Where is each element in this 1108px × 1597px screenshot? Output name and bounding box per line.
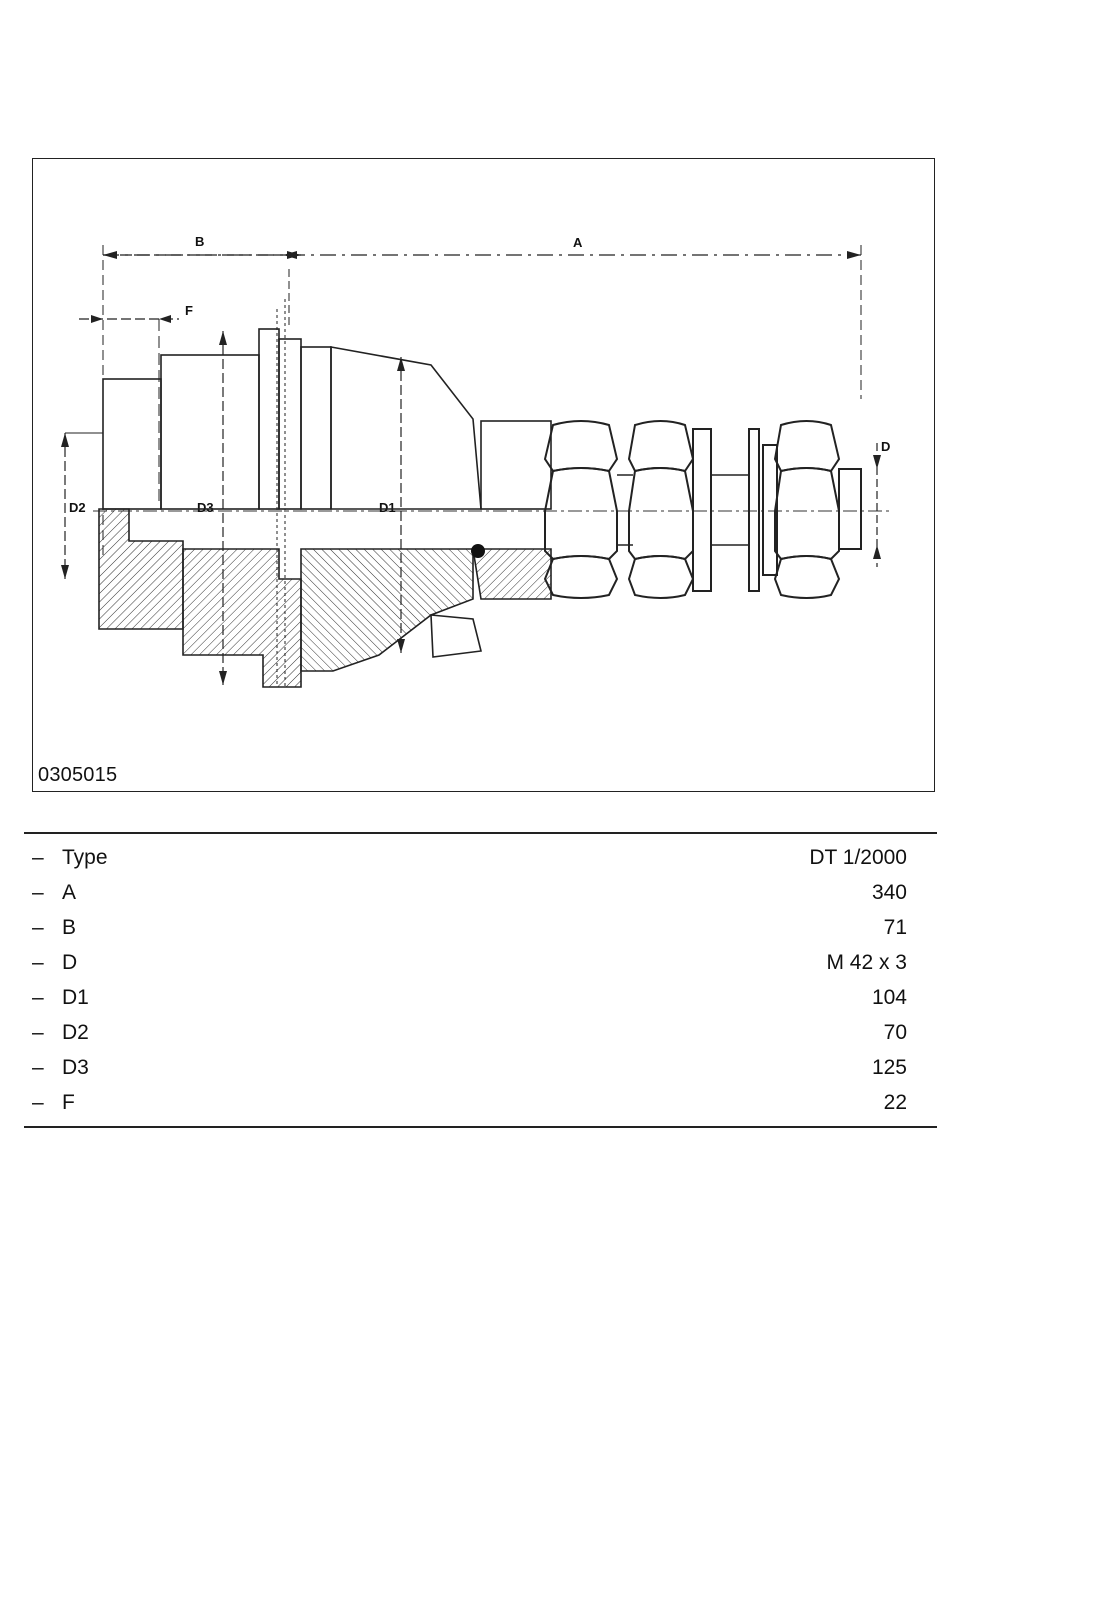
- washer-3: [762, 444, 778, 576]
- spec-value: M 42 x 3: [826, 950, 907, 974]
- nut-1: [543, 420, 619, 599]
- dim-label-b: B: [195, 234, 204, 249]
- technical-drawing: A B F D2: [61, 234, 893, 689]
- spec-row-b: –B 71: [24, 910, 937, 945]
- spec-label: D1: [62, 985, 89, 1009]
- seal-ring: [471, 544, 485, 558]
- spec-row-d2: –D2 70: [24, 1015, 937, 1050]
- dimension-f: F: [79, 303, 193, 504]
- nut-3: [773, 420, 841, 599]
- figure-code: 0305015: [38, 764, 118, 786]
- spec-label: D2: [62, 1020, 89, 1044]
- spec-row-f: –F 22: [24, 1085, 937, 1120]
- thread-end: [838, 468, 862, 550]
- spec-row-type: –Type DT 1/2000: [24, 840, 937, 875]
- spec-row-a: –A 340: [24, 875, 937, 910]
- washer-2: [748, 428, 760, 592]
- spec-value: 70: [883, 1020, 907, 1044]
- dimension-d2: D2: [61, 432, 103, 579]
- spec-value: 104: [871, 985, 907, 1009]
- dim-label-d2: D2: [69, 500, 86, 515]
- dimension-d: D: [873, 439, 890, 567]
- dim-label-d3: D3: [197, 500, 214, 515]
- dimension-b: B: [103, 234, 301, 329]
- washer-1: [692, 428, 712, 592]
- spec-value: 22: [883, 1090, 907, 1114]
- dim-label-a: A: [573, 235, 583, 250]
- dim-label-d: D: [881, 439, 890, 454]
- spec-value: 71: [883, 915, 907, 939]
- nut-2: [627, 420, 695, 599]
- dim-label-f: F: [185, 303, 193, 318]
- spec-label: F: [62, 1090, 75, 1114]
- spec-table: –Type DT 1/2000 –A 340 –B 71 –D M 42 x 3…: [24, 832, 937, 1128]
- spec-row-d: –D M 42 x 3: [24, 945, 937, 980]
- spec-value: DT 1/2000: [809, 845, 907, 869]
- lower-half-section: [98, 299, 552, 689]
- upper-half-outline: [102, 328, 552, 510]
- technical-drawing-frame: A B F D2: [32, 158, 935, 792]
- spec-label: B: [62, 915, 77, 939]
- spec-value: 340: [871, 880, 907, 904]
- dimension-a: A: [102, 235, 862, 559]
- spec-row-d3: –D3 125: [24, 1050, 937, 1085]
- spec-value: 125: [871, 1055, 907, 1079]
- spec-row-d1: –D1 104: [24, 980, 937, 1015]
- spec-label: D: [62, 950, 78, 974]
- spec-label: Type: [62, 845, 108, 869]
- dim-label-d1: D1: [379, 500, 396, 515]
- spec-label: A: [62, 880, 77, 904]
- spec-label: D3: [62, 1055, 89, 1079]
